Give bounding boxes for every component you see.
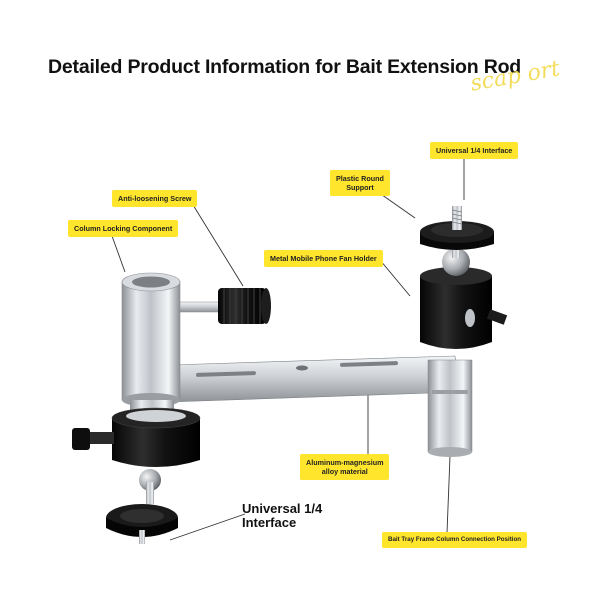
- extension-bar: [169, 355, 461, 403]
- callout-plastic-round-line2: Support: [346, 183, 374, 192]
- label-universal-interface-bottom: Universal 1/4 Interface: [242, 501, 323, 531]
- callout-anti-loosening-screw: Anti-loosening Screw: [112, 190, 198, 207]
- callout-metal-phone-fan-holder: Metal Mobile Phone Fan Holder: [264, 250, 383, 267]
- label-universal-bottom-line2: Interface: [242, 515, 297, 531]
- callout-universal-interface-top: Universal 1/4 Interface: [430, 142, 519, 159]
- column-locking-component: [121, 272, 181, 410]
- callout-aluminum-line1: Aluminum-magnesium: [306, 458, 384, 467]
- callout-bait-tray-connection: Bait Tray Frame Column Connection Positi…: [382, 532, 528, 548]
- callout-column-locking-component: Column Locking Component: [68, 220, 179, 237]
- callout-aluminum-magnesium: Aluminum-magnesium alloy material: [300, 454, 390, 480]
- label-universal-bottom-line1: Universal 1/4: [242, 501, 323, 516]
- anti-loosening-screw: [179, 288, 271, 324]
- bait-tray-column: [427, 359, 473, 457]
- callout-aluminum-line2: alloy material: [321, 467, 368, 476]
- phone-fan-holder-head: [420, 206, 508, 349]
- lower-ball-head: [72, 407, 201, 544]
- callout-plastic-round-support: Plastic Round Support: [330, 170, 390, 196]
- callout-plastic-round-line1: Plastic Round: [336, 174, 384, 183]
- page-title: Detailed Product Information for Bait Ex…: [48, 56, 521, 78]
